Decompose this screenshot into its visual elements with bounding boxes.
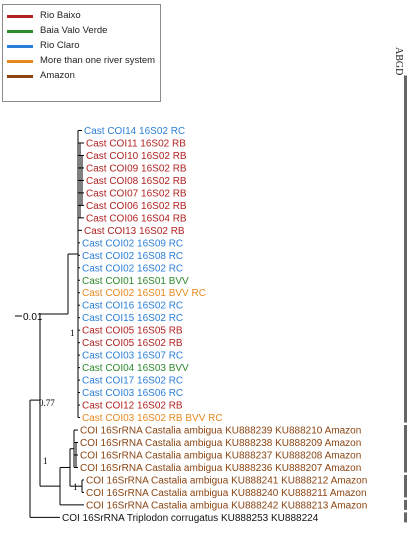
taxon-label: Cast COI02 16S02 RC [82, 263, 183, 274]
taxon-label: COI 16SrRNA Triplodon corrugatus KU88825… [62, 513, 319, 524]
taxon-label: Cast COI14 16S02 RC [84, 126, 185, 137]
abgd-bar [404, 75, 407, 423]
taxon-label: Cast COI15 16S02 RC [82, 313, 183, 324]
legend-item-multi-river: More than one river system [7, 55, 155, 67]
taxon-label: Cast COI02 16S01 BVV RC [82, 288, 206, 299]
taxon-label: Cast COI06 16S02 RB [86, 201, 187, 212]
legend-swatch [7, 44, 33, 48]
taxon-label: COI 16SrRNA Castalia ambigua KU888241 KU… [86, 475, 367, 486]
taxon-label: Cast COI07 16S02 RB [86, 188, 187, 199]
taxon-label: COI 16SrRNA Castalia ambigua KU888237 KU… [80, 450, 361, 461]
legend-label: Rio Claro [40, 40, 80, 51]
legend-item-baia-valo-verde: Baia Valo Verde [7, 25, 107, 37]
support-value: 0.77 [39, 398, 55, 408]
taxon-label: Cast COI04 16S03 BVV [82, 363, 189, 374]
legend-item-rio-claro: Rio Claro [7, 40, 80, 52]
legend-label: More than one river system [40, 55, 156, 66]
taxon-label: COI 16SrRNA Castalia ambigua KU888238 KU… [80, 438, 361, 449]
abgd-bar [404, 512, 407, 523]
support-value: 1 [43, 456, 48, 466]
support-value: 1 [73, 482, 78, 492]
taxon-label: Cast COI08 16S02 RB [86, 176, 187, 187]
legend-swatch [7, 59, 33, 63]
taxon-label: Cast COI05 16S02 RB [82, 338, 183, 349]
taxon-label: Cast COI02 16S08 RC [82, 251, 183, 262]
taxon-label: Cast COI17 16S02 RC [82, 376, 183, 387]
taxon-label: Cast COI03 16S06 RC [82, 388, 183, 399]
tree-branches [29, 130, 84, 518]
legend-label: Rio Baixo [40, 10, 81, 21]
abgd-bar [404, 474, 407, 498]
taxon-label: Cast COI11 16S02 RB [86, 138, 186, 149]
taxon-label: Cast COI13 16S02 RB [84, 226, 185, 237]
taxon-label: Cast COI01 16S01 BVV [82, 276, 189, 287]
legend-swatch [7, 29, 33, 33]
abgd-bar [404, 499, 407, 510]
legend-swatch [7, 14, 33, 18]
taxon-label: COI 16SrRNA Castalia ambigua KU888242 KU… [86, 500, 367, 511]
taxon-label: Cast COI09 16S02 RB [86, 163, 187, 174]
legend-item-rio-baixo: Rio Baixo [7, 10, 81, 22]
taxon-label: Cast COI05 16S05 RB [82, 326, 183, 337]
taxon-label: COI 16SrRNA Castalia ambigua KU888240 KU… [86, 488, 367, 499]
legend-swatch [7, 74, 33, 78]
taxon-label: Cast COI03 16S02 RB BVV RC [82, 413, 223, 424]
taxon-label: Cast COI03 16S07 RC [82, 351, 183, 362]
taxon-label: Cast COI02 16S09 RC [82, 238, 183, 249]
legend-label: Baia Valo Verde [40, 25, 108, 36]
legend-label: Amazon [40, 70, 75, 81]
taxon-label: Cast COI06 16S04 RB [86, 213, 187, 224]
abgd-bars [404, 75, 407, 523]
abgd-label: ABGD [393, 47, 404, 75]
support-value: 1 [70, 328, 75, 338]
abgd-bar [404, 425, 407, 473]
taxon-label: COI 16SrRNA Castalia ambigua KU888239 KU… [80, 426, 361, 437]
taxon-label: COI 16SrRNA Castalia ambigua KU888236 KU… [80, 463, 361, 474]
taxon-label: Cast COI12 16S02 RB [82, 401, 183, 412]
scale-label: 0.01 [23, 312, 43, 323]
taxon-label: Cast COI16 16S02 RC [82, 301, 183, 312]
legend-item-amazon: Amazon [7, 70, 75, 82]
legend: Rio Baixo Baia Valo Verde Rio Claro More… [2, 4, 161, 102]
taxon-label: Cast COI10 16S02 RB [86, 151, 187, 162]
